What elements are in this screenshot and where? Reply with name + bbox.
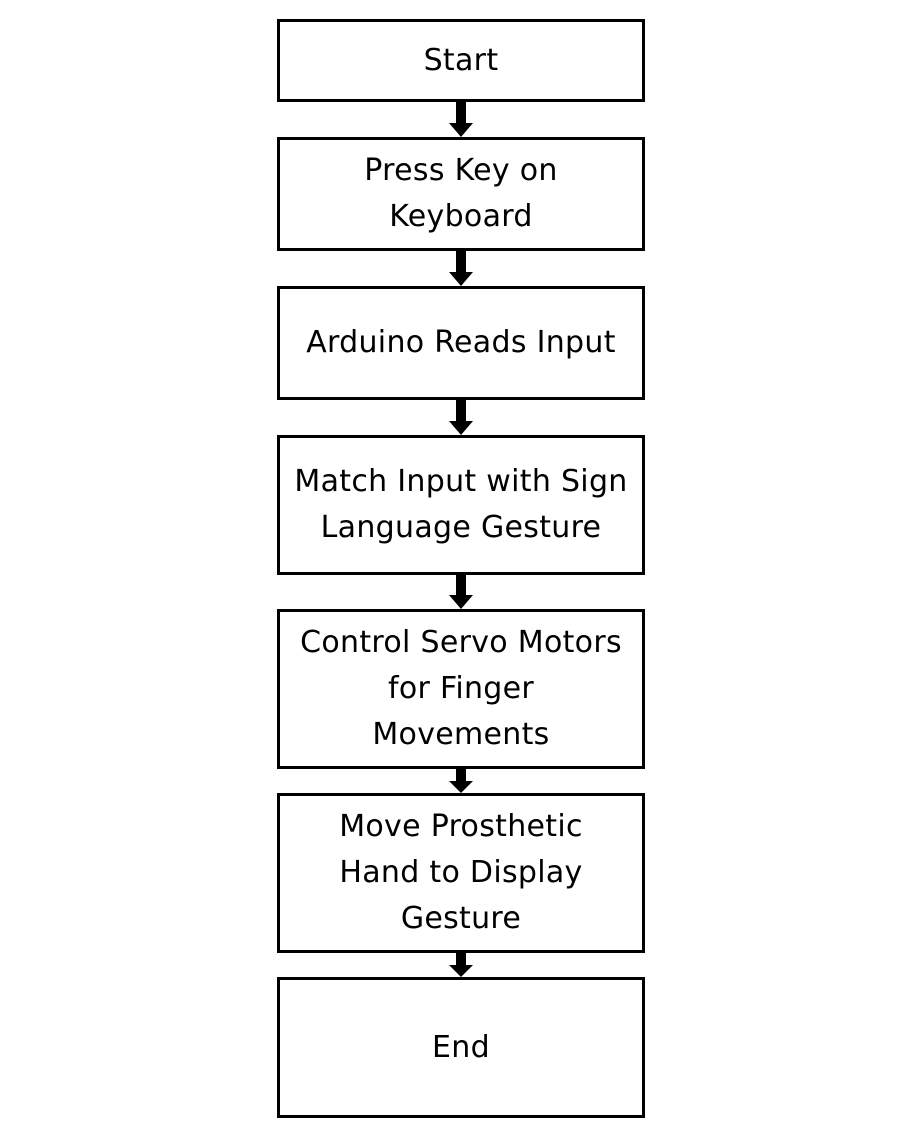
arrow-down-icon <box>449 251 473 286</box>
arrow-down-icon <box>449 575 473 609</box>
step-move-hand-text: Move Prosthetic Hand to Display Gesture <box>339 804 583 942</box>
step-match-input-text: Match Input with Sign Language Gesture <box>294 459 627 551</box>
step-match-input-box: Match Input with Sign Language Gesture <box>277 435 645 575</box>
step-move-hand-box: Move Prosthetic Hand to Display Gesture <box>277 793 645 953</box>
step-move-hand-line-3: Gesture <box>400 901 522 936</box>
step-arduino-reads-text: Arduino Reads Input <box>306 320 616 366</box>
step-press-key-box: Press Key on Keyboard <box>277 137 645 251</box>
step-press-key-line-1: Press Key on <box>364 153 558 188</box>
step-end-line-1: End <box>432 1029 490 1065</box>
arrow-arduino-to-match <box>446 400 476 435</box>
arrow-down-icon <box>449 953 473 977</box>
step-start-box: Start <box>277 19 645 102</box>
step-start-line-1: Start <box>423 42 499 78</box>
arrow-control-to-move <box>446 769 476 793</box>
step-control-servo-line-2: for Finger <box>387 671 535 706</box>
arrow-press-key-to-arduino <box>446 251 476 286</box>
step-control-servo-text: Control Servo Motors for Finger Movement… <box>300 620 622 758</box>
step-end-box: End <box>277 977 645 1118</box>
step-arduino-reads-box: Arduino Reads Input <box>277 286 645 400</box>
step-press-key-line-2: Keyboard <box>389 199 533 234</box>
step-arduino-reads-line-1: Arduino Reads Input <box>306 325 616 360</box>
step-control-servo-line-3: Movements <box>372 717 550 752</box>
arrow-down-icon <box>449 769 473 793</box>
step-match-input-line-1: Match Input with Sign <box>294 464 628 499</box>
step-press-key-text: Press Key on Keyboard <box>364 148 557 240</box>
arrow-down-icon <box>449 102 473 137</box>
step-move-hand-line-2: Hand to Display <box>339 855 583 890</box>
step-end-text: End <box>432 1025 490 1071</box>
step-move-hand-line-1: Move Prosthetic <box>339 809 583 844</box>
arrow-match-to-control <box>446 575 476 609</box>
step-control-servo-box: Control Servo Motors for Finger Movement… <box>277 609 645 769</box>
arrow-move-to-end <box>446 953 476 977</box>
arrow-start-to-press-key <box>446 102 476 137</box>
arrow-down-icon <box>449 400 473 435</box>
step-start-text: Start <box>424 38 499 84</box>
step-control-servo-line-1: Control Servo Motors <box>300 625 622 660</box>
step-match-input-line-2: Language Gesture <box>320 510 602 545</box>
